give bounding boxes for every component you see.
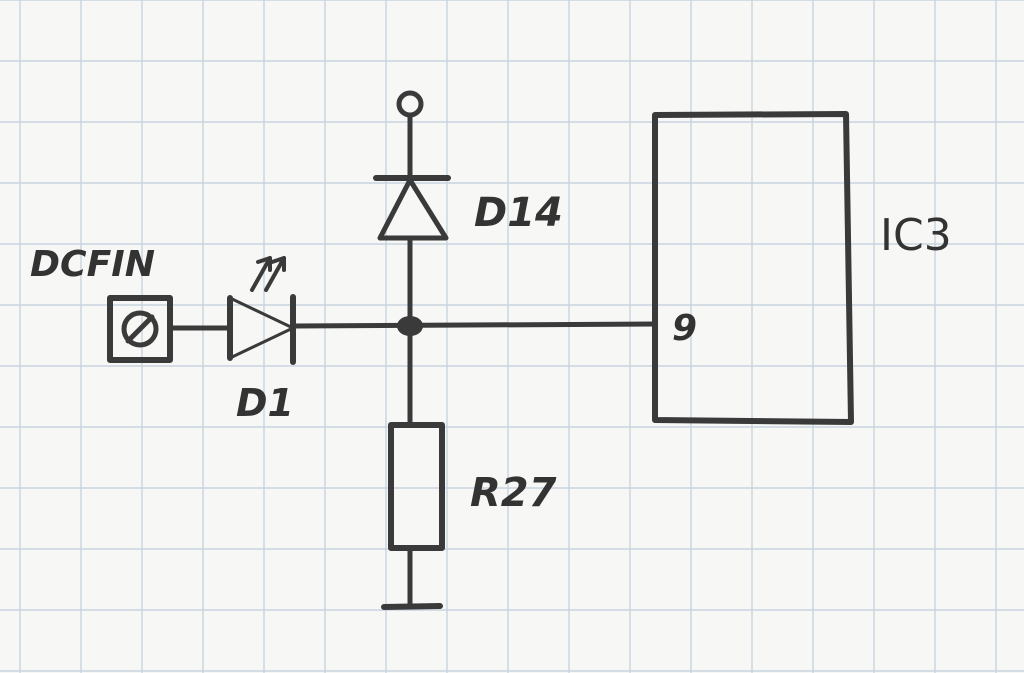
- diode-d14-triangle: [377, 177, 449, 241]
- label-ic-pin: 9: [672, 308, 697, 349]
- connector-symbol: [107, 295, 173, 363]
- ground-symbol: [381, 603, 443, 610]
- connector-body: [107, 295, 173, 363]
- label-ic3: IC3: [880, 210, 952, 261]
- led-d1-symbol: [227, 256, 296, 365]
- connector-terminal-slash: [125, 314, 155, 344]
- ic3-symbol: [652, 111, 854, 425]
- led-emission-arrowhead-1: [256, 256, 272, 272]
- junction-node: [397, 316, 423, 336]
- ic3-body: [652, 111, 854, 425]
- led-emission-arrowhead-2: [270, 256, 286, 272]
- led-d1-triangle: [228, 296, 295, 360]
- connector-terminal: [121, 310, 159, 348]
- led-emission-arrow-1: [250, 256, 272, 292]
- label-resistor-r27: R27: [470, 470, 557, 516]
- diode-d14-symbol: [373, 175, 451, 241]
- led-emission-arrow-2: [264, 256, 286, 292]
- wire-main-net: [292, 321, 658, 329]
- supply-terminal: [396, 90, 424, 118]
- label-connector: DCFIN: [30, 244, 155, 285]
- wires: [167, 113, 658, 608]
- resistor-r27-body: [388, 422, 445, 551]
- label-diode-d14: D14: [474, 190, 563, 236]
- label-led-d1: D1: [236, 381, 294, 425]
